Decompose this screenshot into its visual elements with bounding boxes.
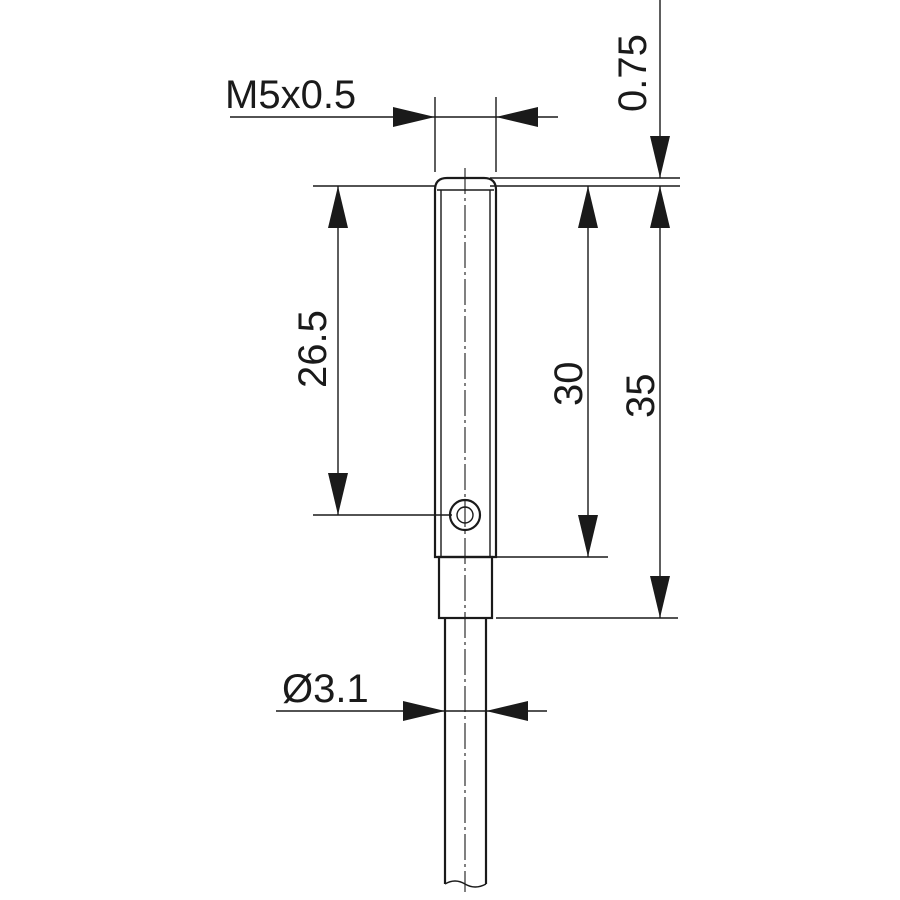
sensor-outline	[433, 168, 498, 892]
dimension-total-length: 35	[496, 186, 678, 619]
dim-label-thread: M5x0.5	[225, 73, 356, 117]
dimension-body-length: 30	[496, 186, 608, 558]
dim-label-body-length: 30	[547, 362, 591, 407]
dim-label-hole-depth: 26.5	[291, 310, 335, 388]
arrowhead	[393, 107, 435, 127]
arrowhead	[486, 701, 528, 721]
threaded-body	[433, 176, 498, 559]
arrowhead	[403, 701, 445, 721]
arrowhead	[496, 107, 538, 127]
dimension-hole-depth: 26.5	[291, 185, 452, 516]
dimension-thread: M5x0.5	[225, 73, 558, 172]
arrowhead	[328, 186, 348, 228]
dim-label-total-length: 35	[619, 374, 663, 419]
dimension-cable-diameter: Ø3.1	[276, 667, 547, 721]
dim-label-cable-diameter: Ø3.1	[282, 667, 369, 711]
arrowhead	[650, 186, 670, 228]
arrowhead	[328, 473, 348, 515]
arrowhead	[650, 576, 670, 618]
arrowhead	[578, 515, 598, 557]
dimension-tip: 0.75	[490, 0, 680, 187]
dim-label-tip: 0.75	[611, 34, 655, 112]
arrowhead	[650, 136, 670, 178]
arrowhead	[578, 186, 598, 228]
